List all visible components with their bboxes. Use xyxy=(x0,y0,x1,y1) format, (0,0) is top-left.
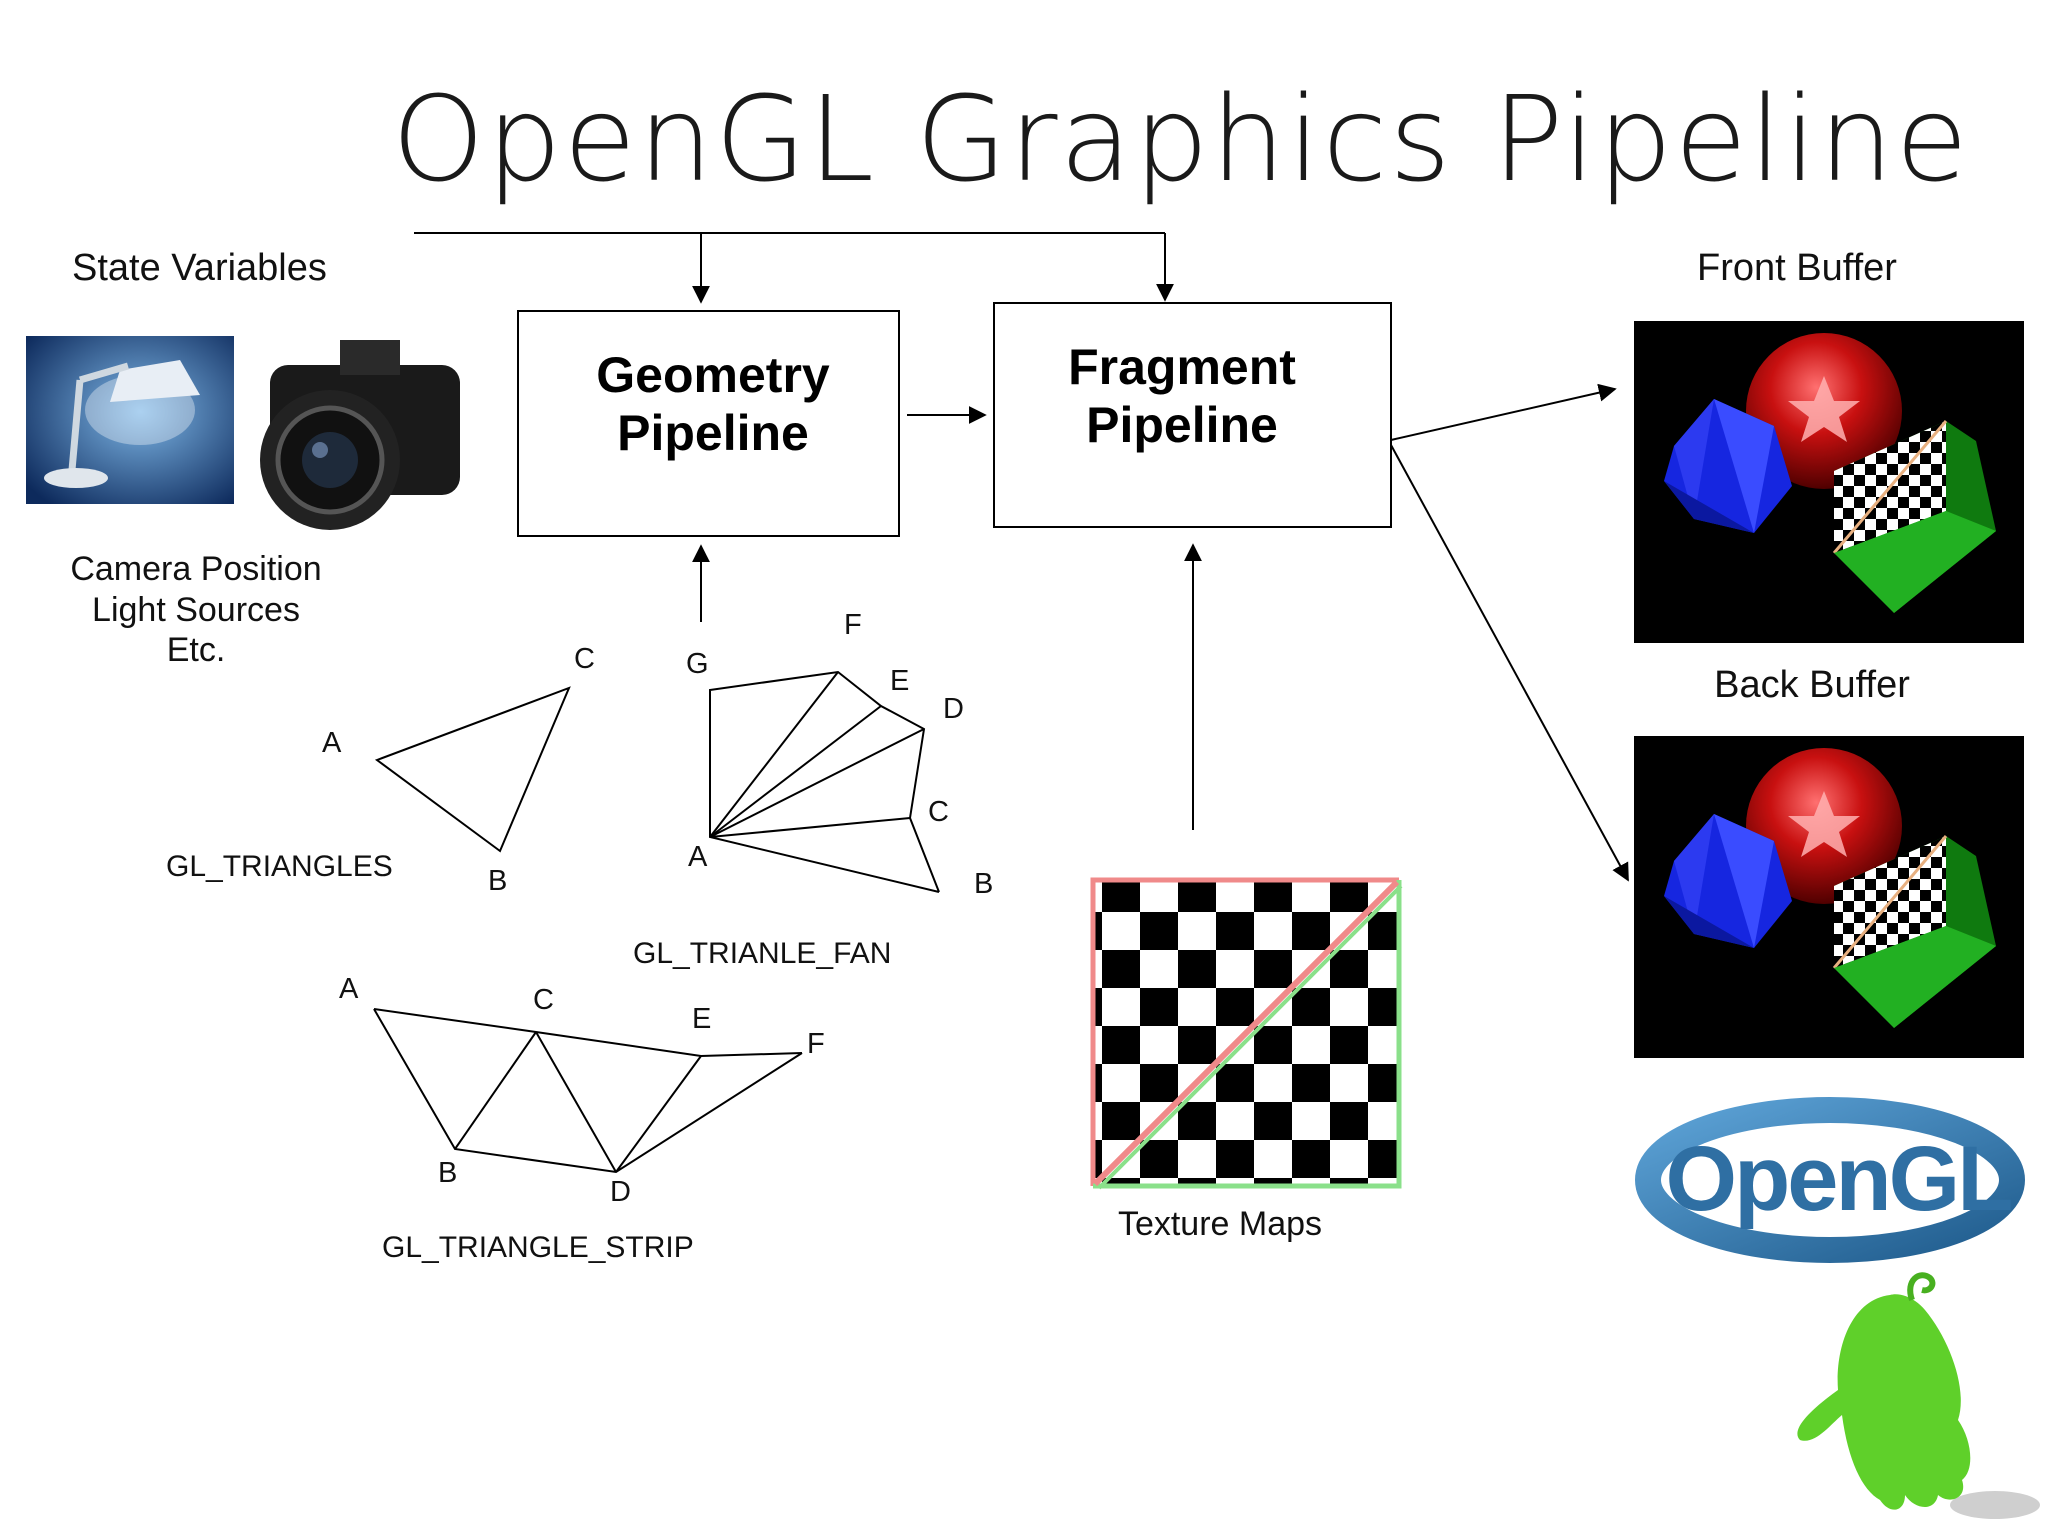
strip-vertex-e: E xyxy=(692,1003,711,1035)
strip-vertex-labels: A B C D E F xyxy=(339,973,825,1208)
state-item-camera-position: Camera Position xyxy=(70,550,321,588)
texture-maps-label: Texture Maps xyxy=(1118,1205,1322,1243)
state-variables-heading: State Variables xyxy=(72,247,327,289)
fan-vertex-labels: A B C D E F G xyxy=(686,609,993,900)
fragment-box-line2: Pipeline xyxy=(1086,397,1278,453)
strip-vertex-a: A xyxy=(339,973,359,1005)
fan-vertex-a: A xyxy=(688,841,708,873)
texture-map-image xyxy=(1090,877,1403,1190)
fragment-box-line1: Fragment xyxy=(1068,339,1296,395)
gl-triangles-label: GL_TRIANGLES xyxy=(166,850,393,883)
strip-vertex-b: B xyxy=(438,1157,457,1189)
gl-triangle-fan-diagram xyxy=(709,670,940,893)
fan-vertex-f: F xyxy=(844,609,862,641)
gl-triangle-fan-label: GL_TRIANLE_FAN xyxy=(633,937,891,970)
geometry-box-line1: Geometry xyxy=(596,347,830,403)
geometry-pipeline-box: Geometry Pipeline xyxy=(517,310,900,537)
strip-vertex-c: C xyxy=(533,984,554,1016)
fragment-to-back-buffer-arrow xyxy=(1390,444,1629,882)
opengl-logo-text: OpenGL xyxy=(1666,1128,2012,1230)
state-item-light-sources: Light Sources xyxy=(92,591,300,629)
fan-vertex-d: D xyxy=(943,693,964,725)
front-buffer-image xyxy=(1632,319,2026,645)
fragment-pipeline-box: Fragment Pipeline xyxy=(993,302,1392,528)
camera-image xyxy=(260,340,460,530)
triangles-vertex-b: B xyxy=(488,865,507,897)
back-buffer-label: Back Buffer xyxy=(1714,664,1910,706)
triangles-vertex-c: C xyxy=(574,643,595,675)
fan-vertex-e: E xyxy=(890,665,909,697)
gl-triangle-strip-diagram xyxy=(373,1008,803,1174)
fan-vertex-b: B xyxy=(974,868,993,900)
fan-vertex-c: C xyxy=(928,796,949,828)
gl-triangles-diagram: A B C GL_TRIANGLES xyxy=(166,643,595,897)
triangles-vertex-a: A xyxy=(322,727,342,759)
desk-lamp-image xyxy=(26,336,234,504)
strip-vertex-f: F xyxy=(807,1028,825,1060)
state-feed-connector xyxy=(414,232,1174,304)
gl-triangle-strip-label: GL_TRIANGLE_STRIP xyxy=(382,1231,694,1264)
green-mascot-image xyxy=(1797,1272,2040,1519)
state-item-etc: Etc. xyxy=(167,631,226,669)
fan-vertex-g: G xyxy=(686,648,709,680)
page-title: OpenGL Graphics Pipeline xyxy=(392,70,1970,208)
back-buffer-image xyxy=(1632,734,2026,1060)
front-buffer-label: Front Buffer xyxy=(1697,247,1897,289)
strip-vertex-d: D xyxy=(610,1176,631,1208)
geometry-box-line2: Pipeline xyxy=(617,405,809,461)
opengl-logo: OpenGL xyxy=(1635,1097,2025,1263)
fragment-to-front-buffer-arrow xyxy=(1390,383,1617,441)
